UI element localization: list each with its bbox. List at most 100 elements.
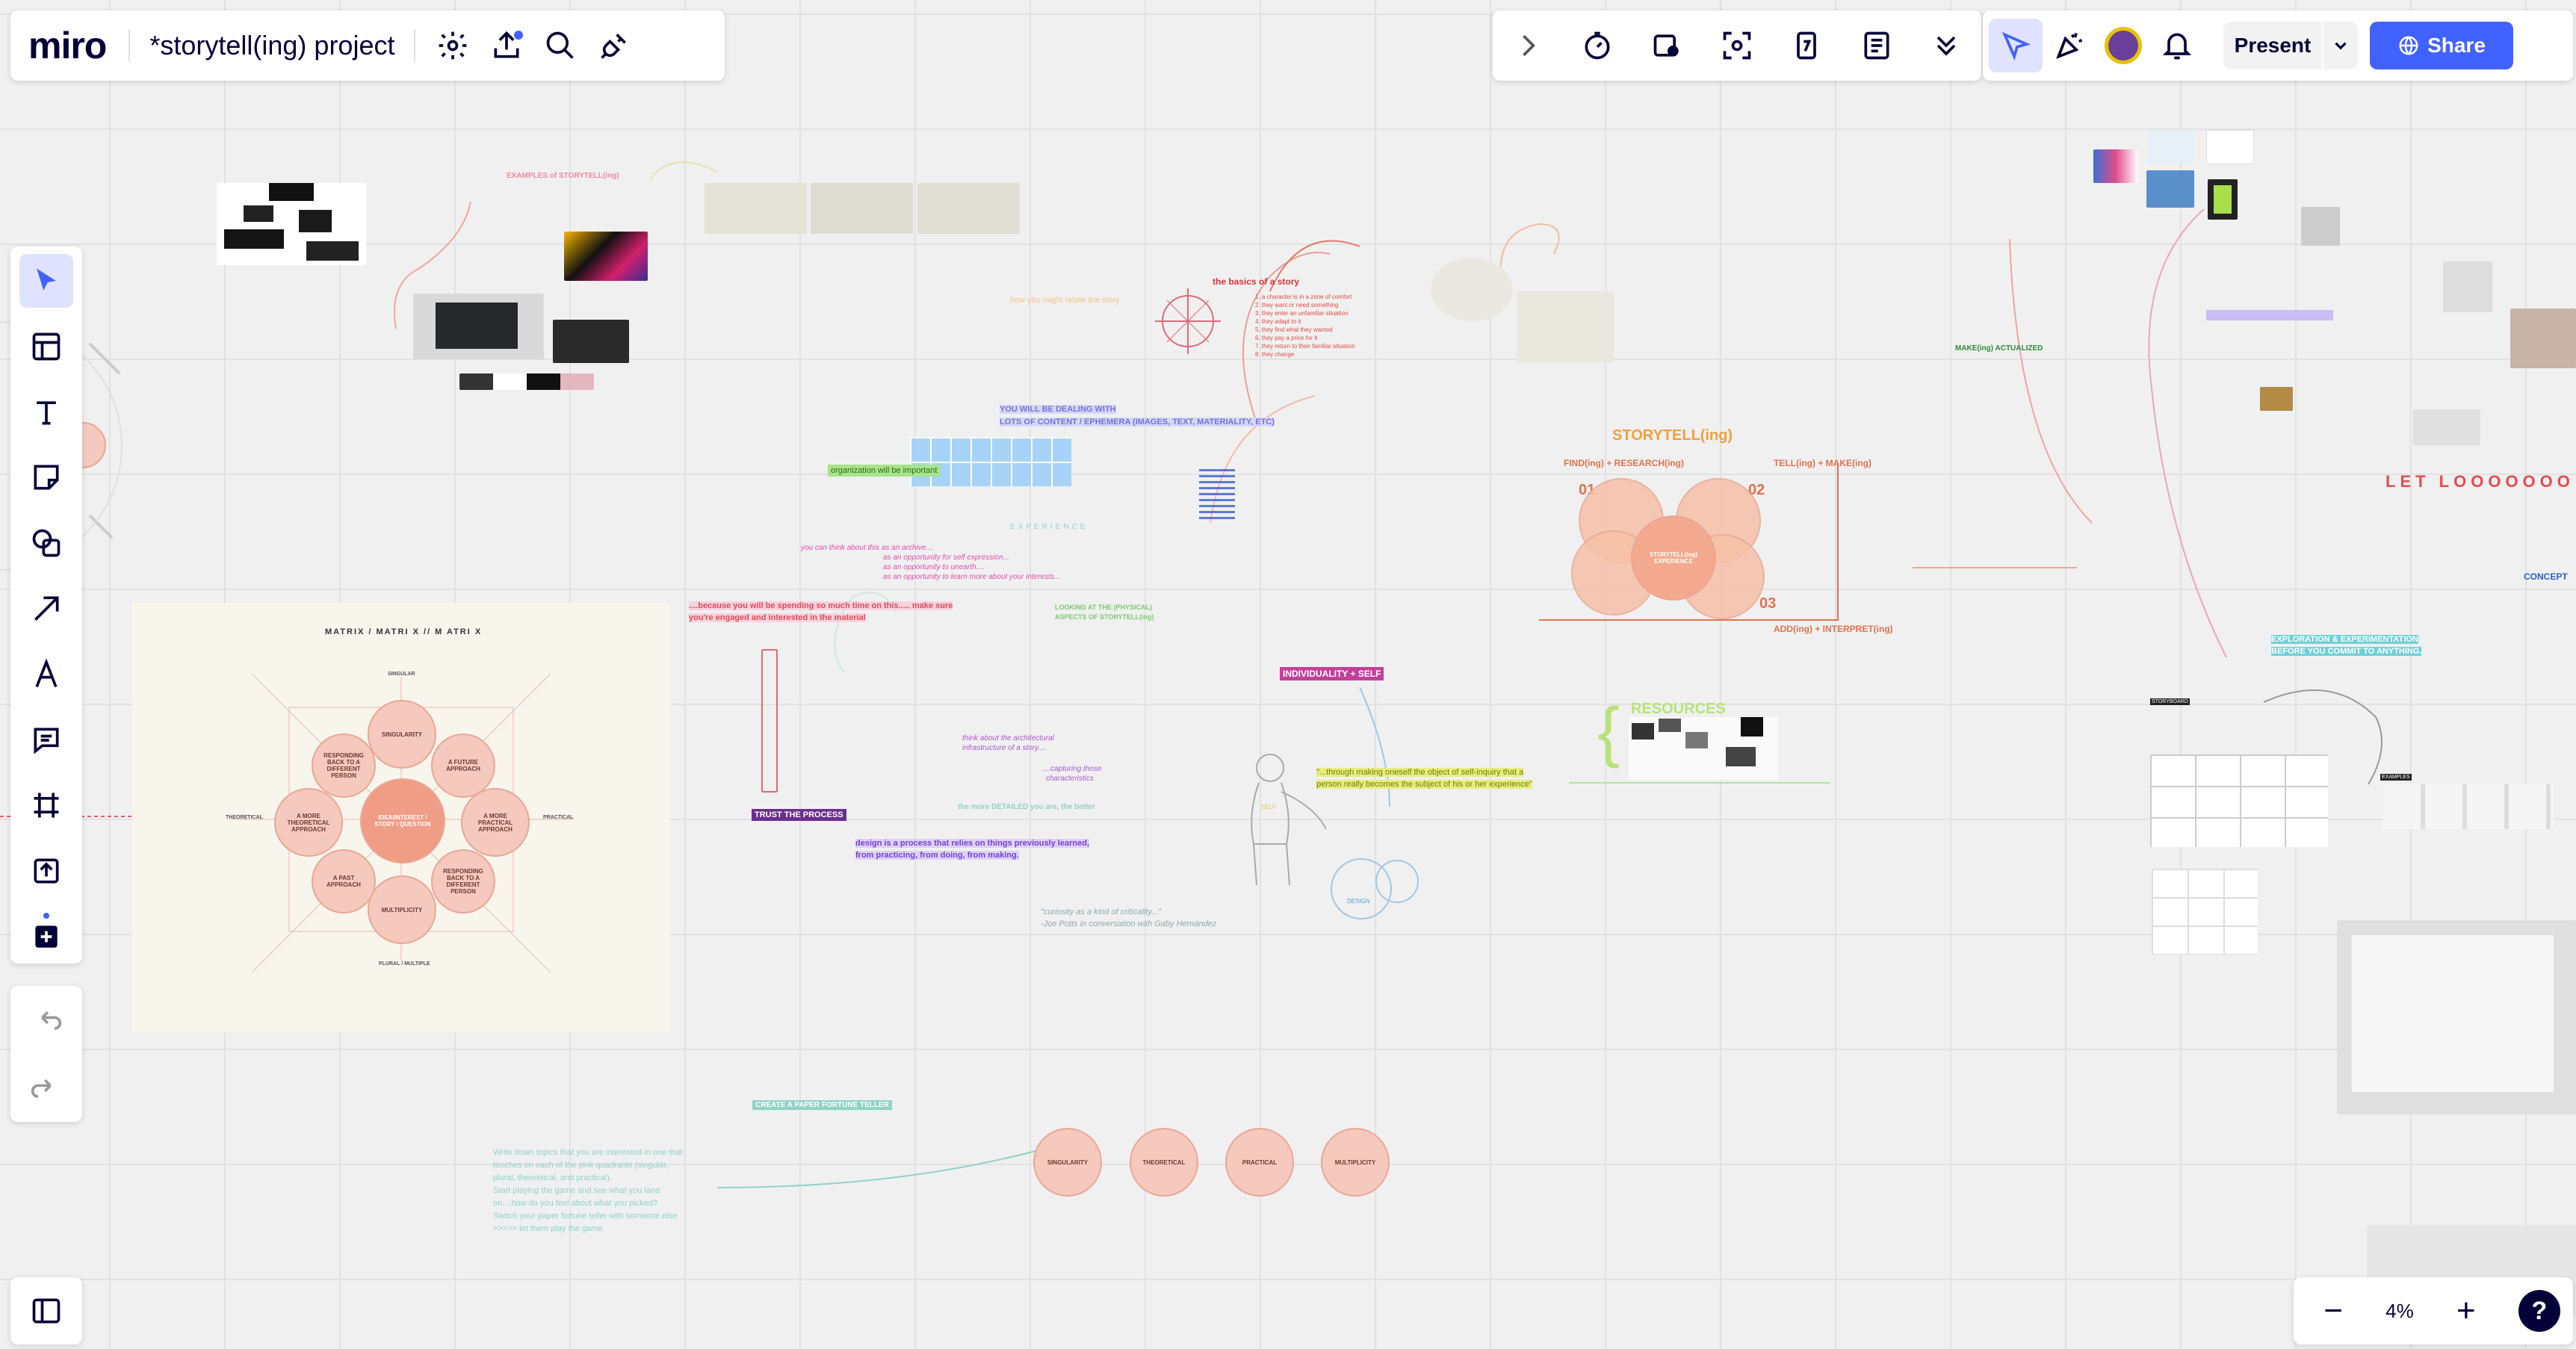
templates-tool[interactable]	[19, 320, 73, 373]
num-03: 03	[1759, 595, 1777, 612]
right-image-9[interactable]	[2413, 409, 2480, 445]
example-image-strip[interactable]	[459, 373, 594, 390]
shapes-tool[interactable]	[19, 516, 73, 570]
apps-button[interactable]	[587, 19, 641, 72]
example-image-dark[interactable]	[553, 320, 629, 363]
text-tool[interactable]	[19, 385, 73, 439]
storyboard-grid[interactable]	[2150, 754, 2328, 847]
fortune-circle-singularity[interactable]: SINGULARITY	[1033, 1128, 1102, 1197]
notes-button[interactable]	[1850, 19, 1904, 72]
looking-line-1: LOOKING AT THE (PHYSICAL)	[1055, 604, 1152, 611]
right-image-5[interactable]	[2208, 179, 2238, 220]
fortune-circle-multiplicity[interactable]: MULTIPLICITY	[1321, 1128, 1390, 1197]
zoom-in-button[interactable]: +	[2456, 1292, 2476, 1329]
example-image-laptop[interactable]	[413, 294, 544, 359]
board-panel-toggle[interactable]	[10, 1277, 82, 1345]
telling-label: TELL(ing) + MAKE(ing)	[1774, 458, 1871, 468]
right-image-6[interactable]	[2301, 207, 2340, 246]
matrix-node-theoretical: A MORE THEORETICAL APPROACH	[274, 788, 343, 857]
archive-line: you can think about this as an archive..…	[801, 544, 935, 552]
fortune-circle-theoretical[interactable]: THEORETICAL	[1130, 1128, 1198, 1197]
matrix-board[interactable]: MATRIX / MATRI X // M ATRI X IDEA/INTERE…	[132, 603, 670, 1032]
board-title[interactable]: *storytell(ing) project	[149, 30, 395, 61]
video-button[interactable]	[1641, 19, 1694, 72]
organization-grid[interactable]	[910, 437, 1071, 486]
example-image-diagram-2[interactable]	[1517, 291, 1614, 362]
right-image-8[interactable]	[2510, 308, 2576, 368]
comment-tool[interactable]	[19, 713, 73, 767]
matrix-center: IDEA/INTEREST / STORY / QUESTION	[360, 778, 445, 863]
user-avatar-button[interactable]	[2096, 19, 2150, 72]
matrix-node-responding-left: RESPONDING BACK TO A DIFFERENT PERSON	[312, 734, 376, 798]
video-icon	[1653, 34, 1679, 57]
storytelling-venn[interactable]: STORYTELL(ing) EXPERIENCE	[1556, 471, 1780, 620]
matrix-title: MATRIX / MATRI X // M ATRI X	[325, 627, 483, 636]
fortune-title: CREATE A PAPER FORTUNE TELLER	[752, 1100, 892, 1110]
redo-button[interactable]	[19, 1061, 73, 1115]
fortune-circle-practical[interactable]: PRACTICAL	[1225, 1128, 1294, 1197]
sticky-note-tool[interactable]	[19, 450, 73, 504]
pen-tool[interactable]	[19, 648, 73, 701]
expand-toolbar-button[interactable]	[1501, 19, 1555, 72]
frame-tool[interactable]	[19, 779, 73, 833]
example-image-map-2[interactable]	[811, 183, 913, 234]
export-button[interactable]	[480, 19, 533, 72]
matrix-axis-top: SINGULAR	[388, 672, 415, 677]
fortune-steps: Write down topics that you are intereste…	[493, 1147, 683, 1235]
present-button[interactable]: Present	[2223, 22, 2358, 69]
example-image-map-3[interactable]	[917, 183, 1020, 234]
matrix-axis-bottom: PLURAL / MULTIPLE	[379, 961, 430, 967]
notification-dot	[514, 31, 524, 40]
right-image-10[interactable]	[2260, 387, 2293, 411]
example-image-cluster[interactable]	[217, 183, 366, 265]
right-image-3[interactable]	[2146, 170, 2194, 208]
pen-icon	[35, 658, 58, 687]
reactions-button[interactable]	[2043, 19, 2096, 72]
focus-frame-icon	[1723, 31, 1751, 60]
notifications-button[interactable]	[2150, 19, 2204, 72]
experience-label: EXPERIENCE	[1010, 523, 1089, 531]
zoom-level[interactable]: 4%	[2385, 1299, 2414, 1322]
share-button[interactable]: Share	[2370, 22, 2513, 69]
divider	[129, 29, 131, 62]
more-tools-button[interactable]	[1919, 19, 1973, 72]
settings-button[interactable]	[426, 19, 480, 72]
capturing-2: characteristics	[1046, 775, 1094, 783]
basics-item: 4. they adapt to it	[1255, 318, 1301, 325]
example-image-diagram-1[interactable]	[1431, 258, 1513, 321]
voting-button[interactable]	[1780, 19, 1833, 72]
connection-line-tool[interactable]	[19, 582, 73, 636]
upload-tool[interactable]	[19, 844, 73, 898]
storyboard-template[interactable]	[2152, 869, 2258, 955]
basics-title: the basics of a story	[1213, 276, 1300, 287]
resources-title: RESOURCES	[1631, 701, 1726, 717]
basics-list: 1. a character is in a zone of comfort 2…	[1255, 293, 1355, 359]
num-02: 02	[1748, 482, 1765, 498]
zoom-out-button[interactable]: −	[2323, 1292, 2343, 1329]
storyboard-label: STORYBOARD	[2150, 698, 2190, 705]
select-tool[interactable]	[19, 254, 73, 308]
timer-button[interactable]	[1570, 19, 1624, 72]
right-image-1[interactable]	[2093, 149, 2138, 183]
focus-button[interactable]	[1710, 19, 1764, 72]
cursor-follow-button[interactable]	[1989, 19, 2043, 72]
search-button[interactable]	[533, 19, 587, 72]
fortune-circle-label: PRACTICAL	[1242, 1159, 1278, 1166]
chevron-down-icon	[2335, 42, 2347, 50]
examples-images[interactable]	[2383, 784, 2554, 829]
present-options-button[interactable]	[2323, 36, 2358, 55]
right-image-7[interactable]	[2443, 261, 2492, 312]
matrix-axis-left: THEORETICAL	[226, 815, 263, 820]
resources-images[interactable]	[1629, 717, 1778, 780]
undo-button[interactable]	[19, 993, 73, 1047]
more-apps-tool[interactable]	[19, 910, 73, 964]
sketch-photo[interactable]	[2337, 920, 2576, 1114]
detailed-text: the more DETAILED you are, the better	[958, 803, 1095, 811]
example-image-map-1[interactable]	[705, 183, 807, 234]
help-button[interactable]: ?	[2518, 1290, 2560, 1332]
fortune-step: Switch your paper fortune teller with so…	[493, 1212, 678, 1221]
right-image-4[interactable]	[2206, 130, 2254, 164]
right-image-2[interactable]	[2148, 130, 2194, 163]
example-image-colorful[interactable]	[564, 232, 648, 281]
miro-logo[interactable]: miro	[28, 25, 107, 66]
